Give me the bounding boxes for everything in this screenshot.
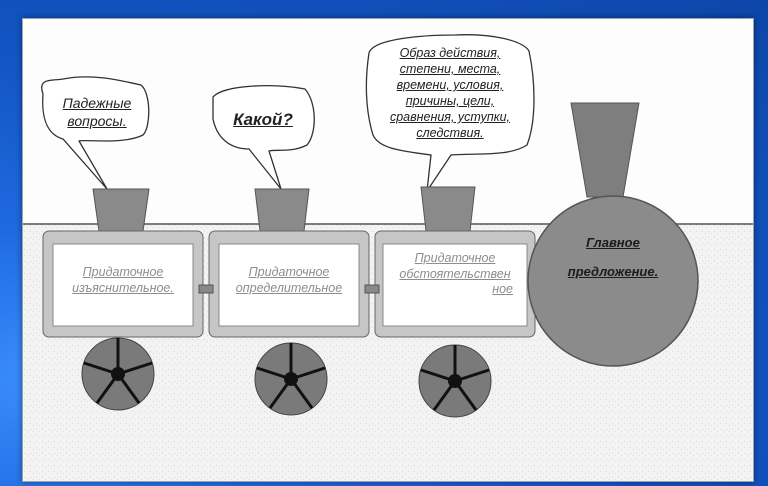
car-1-line-2: изъяснительное. <box>72 280 174 295</box>
bubble-obstoyatelstva <box>365 34 535 192</box>
chimney-3 <box>420 186 476 232</box>
engine-line-2: предложение. <box>567 263 659 279</box>
car-1-panel <box>52 243 194 327</box>
chimney-1 <box>92 188 150 232</box>
car-1-text: Придаточное изъяснительное. <box>53 265 193 296</box>
bubble-2-text: Какой? <box>233 110 293 129</box>
engine-funnel <box>570 102 640 198</box>
engine-boiler <box>527 195 699 367</box>
car-3-line-3: ное <box>492 282 513 297</box>
bubble-3-line-6: следствия. <box>416 126 484 140</box>
coupler-2 <box>364 284 380 294</box>
wheel-3 <box>418 344 492 418</box>
car-2-panel <box>218 243 360 327</box>
chimney-2 <box>254 188 310 232</box>
engine-text: Главное предложение. <box>543 229 683 286</box>
bubble-kakoy-text: Какой? <box>215 109 311 130</box>
bubble-padezhnye <box>41 76 150 190</box>
car-3-line-2: обстоятельствен <box>399 266 511 281</box>
bubble-obstoyatelstva-text: Образ действия, степени, места, времени,… <box>367 45 533 141</box>
bubble-kakoy <box>212 85 315 190</box>
wheel-2 <box>254 342 328 416</box>
car-3-panel <box>382 243 528 327</box>
car-2-text: Придаточное определительное <box>219 265 359 296</box>
car-1-line-1: Придаточное <box>82 265 164 279</box>
coupler-1 <box>198 284 214 294</box>
engine-line-1: Главное <box>586 235 640 250</box>
slide-canvas: Падежные вопросы. Какой? Образ действия,… <box>22 18 754 482</box>
wheel-1 <box>81 337 155 411</box>
bubble-3-line-3: времени, условия, <box>396 78 504 92</box>
bubble-3-line-2: степени, места, <box>399 62 501 76</box>
car-3-text: Придаточное обстоятельствен ное <box>383 251 527 298</box>
bubble-1-line-2: вопросы. <box>67 112 127 129</box>
bubble-3-line-5: сравнения, уступки, <box>389 110 511 124</box>
train-diagram <box>23 34 753 481</box>
car-2-line-1: Придаточное <box>248 265 330 279</box>
car-2-line-2: определительное <box>235 280 343 295</box>
car-3-line-1: Придаточное <box>414 251 496 265</box>
bubble-3-line-1: Образ действия, <box>399 46 501 60</box>
bubble-padezhnye-text: Падежные вопросы. <box>45 95 149 130</box>
bubble-1-line-1: Падежные <box>62 95 132 111</box>
bubble-3-line-4: причины, цели, <box>405 94 495 108</box>
